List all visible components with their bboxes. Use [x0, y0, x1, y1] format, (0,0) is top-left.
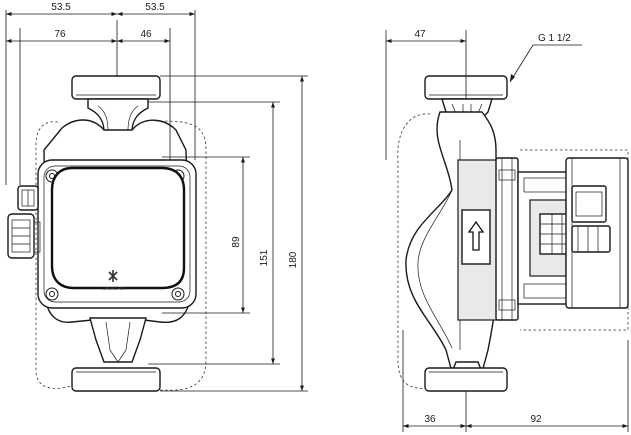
dim-inner-height: 151: [259, 249, 270, 266]
thread-label: G 1 1/2: [538, 33, 571, 44]
dim-top-right-half: 53.5: [145, 2, 165, 13]
dim-side-base-left: 36: [424, 414, 436, 425]
brand-label: GRUNDFOS: [103, 286, 126, 291]
dim-side-base-right: 92: [530, 414, 542, 425]
front-envelope-outline: [35, 120, 207, 391]
flow-arrow-icon: [467, 220, 485, 251]
front-panel: [50, 166, 186, 290]
front-view: GRUNDFOS: [7, 20, 207, 392]
brand-logo: GRUNDFOS: [103, 270, 126, 291]
dim-side-depth-top: 47: [414, 29, 426, 40]
side-view: [397, 75, 629, 392]
bottom-flange: [71, 367, 161, 392]
side-mount-plate: [495, 157, 519, 321]
dim-left-offset: 76: [54, 29, 66, 40]
dim-total-height: 180: [288, 251, 299, 268]
side-bottom-flange: [424, 367, 508, 392]
dim-right-offset: 46: [140, 29, 152, 40]
side-dimensions: 47 G 1 1/2 36 92: [385, 29, 629, 432]
top-flange: [71, 75, 161, 100]
dim-top-left-half: 53.5: [51, 2, 71, 13]
dim-mid-height: 89: [231, 236, 242, 248]
side-envelope-outline: [397, 113, 431, 389]
front-dimensions: 53.5 53.5 76 46 89 151 180: [5, 2, 308, 392]
left-connector: [7, 185, 41, 259]
